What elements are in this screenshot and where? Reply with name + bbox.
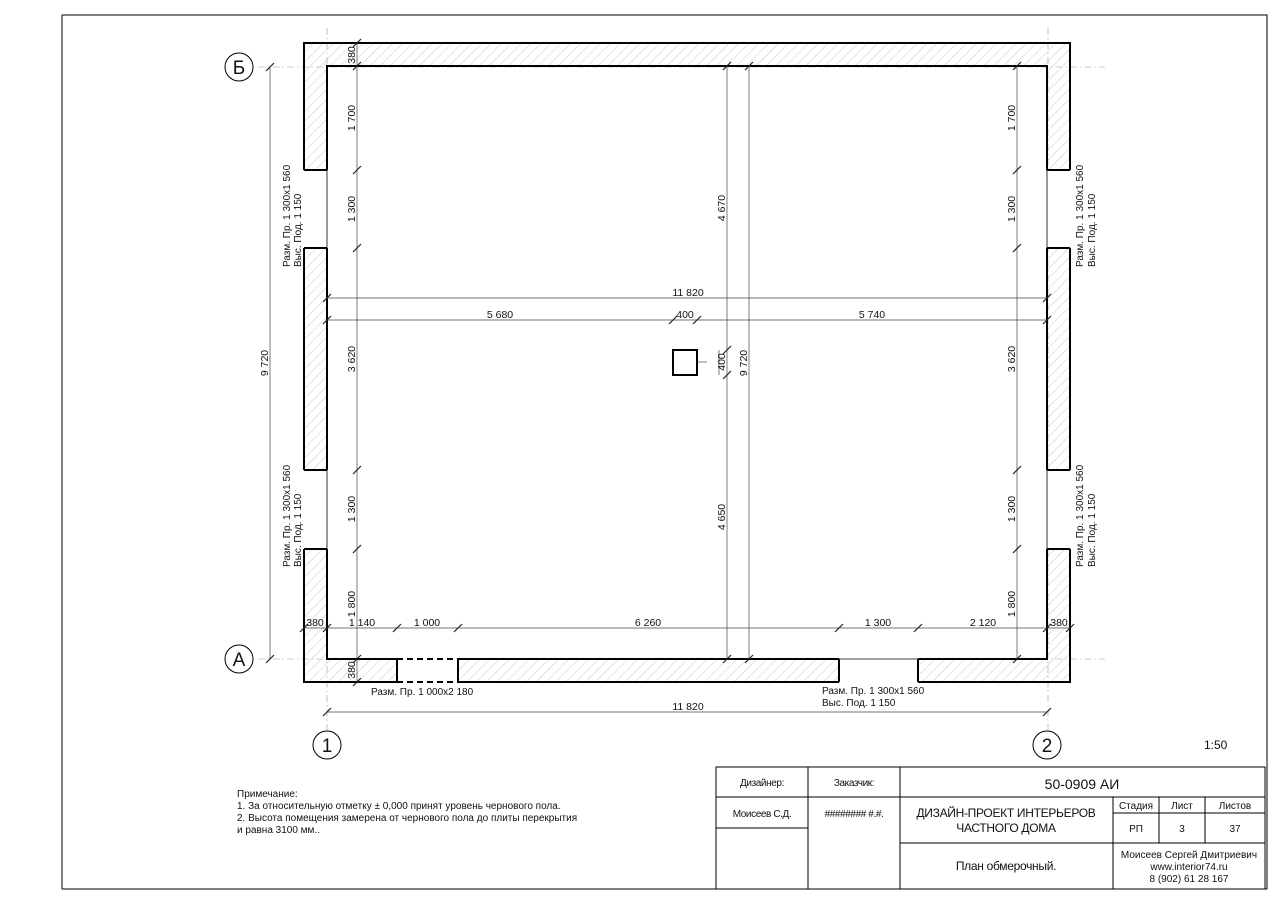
window-right-lower	[1045, 470, 1072, 549]
dim-left-seg-5: 1 800	[346, 591, 358, 617]
dim-right-seg-5: 1 800	[1006, 591, 1018, 617]
dim-left-seg-4: 1 300	[346, 496, 358, 522]
structural-column	[672, 349, 698, 376]
dim-right-seg-3: 3 620	[1006, 346, 1018, 372]
left-upper-window-size: Разм. Пр. 1 300х1 560	[282, 164, 293, 267]
notes-title: Примечание:	[237, 789, 298, 800]
author-phone: 8 (902) 61 28 167	[1150, 874, 1229, 885]
dim-left-seg-2: 1 300	[346, 196, 358, 222]
left-lower-window-sill: Выс. Под. 1 150	[293, 493, 304, 567]
left-lower-window-size: Разм. Пр. 1 300х1 560	[282, 464, 293, 567]
dim-bottom-seg-1: 1 140	[349, 617, 375, 629]
sheets-label: Листов	[1219, 801, 1252, 812]
customer-label: Заказчик:	[834, 778, 874, 789]
doc-code: 50-0909 АИ	[1045, 776, 1120, 792]
scale-label: 1:50	[1204, 738, 1228, 752]
dimension-texts-horizontal: 11 820 5 680 400 5 740 380 1 140 1 000 6…	[306, 287, 1068, 713]
dimension-lines	[269, 43, 1070, 713]
dimension-ticks	[265, 38, 1075, 717]
dim-inner-height: 9 720	[738, 350, 750, 376]
stage-label: Стадия	[1119, 801, 1153, 812]
sheet-value: 3	[1179, 824, 1185, 835]
sheet-label: Лист	[1171, 801, 1193, 812]
dim-overall-width: 11 820	[672, 701, 703, 713]
axis-markers: Б А 1 2	[224, 52, 1062, 760]
author-name: Моисеев Сергей Дмитриевич	[1121, 850, 1257, 861]
axis-b-bubble	[224, 52, 254, 82]
dim-column-height: 400	[716, 353, 728, 371]
dim-right-seg-1: 1 700	[1006, 105, 1018, 131]
dim-left-seg-3: 3 620	[346, 346, 358, 372]
dim-right-seg-2: 1 300	[1006, 196, 1018, 222]
title-block: Дизайнер: Заказчик: Моисеев С.Д. #######…	[715, 766, 1266, 890]
window-bottom	[839, 657, 918, 684]
dim-bottom-wall: 380	[346, 661, 358, 679]
dim-right-wall: 380	[1050, 617, 1068, 629]
axis-1-label: 1	[322, 736, 333, 757]
sheet-frame	[61, 14, 1268, 890]
axis-2-bubble	[1032, 730, 1062, 760]
designer-name: Моисеев С.Д.	[733, 809, 792, 820]
dim-right-part: 5 740	[859, 309, 885, 321]
dimension-texts-vertical: 9 720 380 1 700 1 300 3 620 1 300 1 800 …	[259, 46, 1018, 679]
designer-label: Дизайнер:	[740, 778, 784, 789]
left-upper-window-sill: Выс. Под. 1 150	[293, 193, 304, 267]
right-lower-window-size: Разм. Пр. 1 300х1 560	[1075, 464, 1086, 567]
axis-1-bubble	[312, 730, 342, 760]
dim-bottom-seg-5: 2 120	[970, 617, 996, 629]
window-right-upper	[1045, 170, 1072, 248]
dim-left-seg-1: 1 700	[346, 105, 358, 131]
dim-left-wall: 380	[306, 617, 324, 629]
door-size: Разм. Пр. 1 000х2 180	[371, 687, 474, 698]
customer-name: ######## #.#.	[825, 809, 884, 820]
dim-left-part: 5 680	[487, 309, 513, 321]
author-site: www.interior74.ru	[1149, 862, 1227, 873]
sheets-value: 37	[1229, 824, 1241, 835]
dim-top-wall: 380	[346, 46, 358, 64]
bottom-window-size: Разм. Пр. 1 300х1 560	[822, 686, 925, 697]
right-upper-window-sill: Выс. Под. 1 150	[1087, 193, 1098, 267]
walls	[303, 42, 1071, 683]
right-lower-window-sill: Выс. Под. 1 150	[1087, 493, 1098, 567]
stage-value: РП	[1129, 824, 1143, 835]
dim-bottom-seg-2: 1 000	[414, 617, 440, 629]
dim-upper-to-column: 4 670	[716, 195, 728, 221]
note-line-3: и равна 3100 мм..	[237, 825, 320, 836]
axis-b-label: Б	[233, 58, 245, 79]
sheet-title: План обмерочный.	[956, 859, 1056, 873]
note-line-2: 2. Высота помещения замерена от черновог…	[237, 813, 577, 824]
project-title-1: ДИЗАЙН-ПРОЕКТ ИНТЕРЬЕРОВ	[916, 805, 1095, 820]
dim-right-seg-4: 1 300	[1006, 496, 1018, 522]
dim-bottom-seg-4: 1 300	[865, 617, 891, 629]
dim-lower-to-column: 4 650	[716, 504, 728, 530]
note-line-1: 1. За относительную отметку ± 0,000 прин…	[237, 801, 561, 812]
right-upper-window-size: Разм. Пр. 1 300х1 560	[1075, 164, 1086, 267]
door-bottom	[397, 657, 458, 684]
project-title-2: ЧАСТНОГО ДОМА	[956, 821, 1056, 835]
openings	[302, 169, 1072, 684]
axis-2-label: 2	[1042, 736, 1053, 757]
bottom-window-sill: Выс. Под. 1 150	[822, 698, 896, 709]
window-left-upper	[302, 170, 329, 248]
window-left-lower	[302, 470, 329, 549]
dim-bottom-seg-3: 6 260	[635, 617, 661, 629]
dim-inner-width: 11 820	[672, 287, 703, 299]
opening-annotations: Разм. Пр. 1 300х1 560 Выс. Под. 1 150 Ра…	[282, 164, 1098, 709]
dim-column-width: 400	[676, 309, 694, 321]
axis-a-label: А	[233, 650, 246, 671]
notes-block: Примечание: 1. За относительную отметку …	[237, 789, 577, 836]
dim-overall-height: 9 720	[259, 350, 271, 376]
axis-a-bubble	[224, 644, 254, 674]
